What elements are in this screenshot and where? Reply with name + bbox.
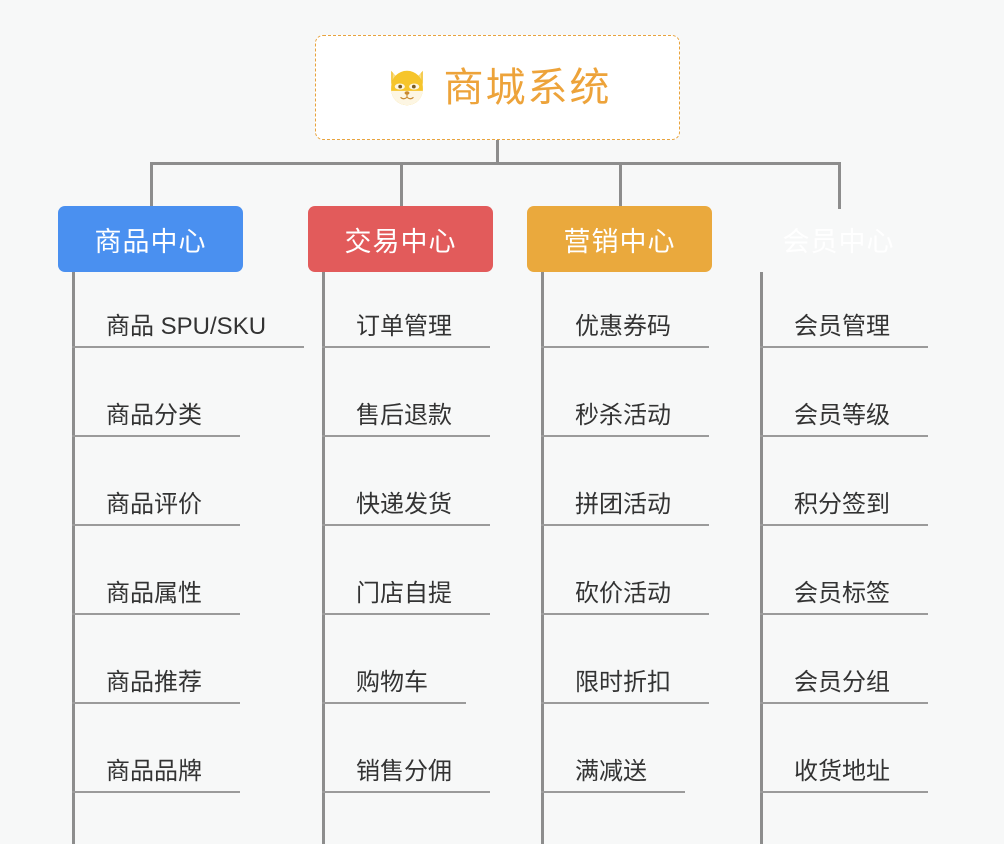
leaf-item[interactable]: 积分签到 <box>760 437 928 526</box>
leaf-item[interactable]: 收货地址 <box>760 704 928 793</box>
leaf-item-label: 会员分组 <box>794 668 890 696</box>
leaf-item[interactable]: 商品评价 <box>72 437 240 526</box>
leaf-item[interactable]: 拼团活动 <box>541 437 709 526</box>
leaf-item[interactable]: 会员等级 <box>760 348 928 437</box>
leaf-item-label: 会员标签 <box>794 579 890 607</box>
leaf-item-label: 满减送 <box>575 757 647 785</box>
leaf-item[interactable]: 会员管理 <box>760 259 928 348</box>
leaf-item-label: 会员管理 <box>794 312 890 340</box>
shiba-dog-emoji <box>384 65 430 111</box>
leaf-item-label: 商品分类 <box>106 401 202 429</box>
leaf-item[interactable]: 会员分组 <box>760 615 928 704</box>
leaf-item-label: 购物车 <box>356 668 428 696</box>
leaf-item[interactable]: 购物车 <box>322 615 466 704</box>
leaf-item[interactable]: 商品属性 <box>72 526 240 615</box>
leaf-item[interactable]: 商品分类 <box>72 348 240 437</box>
leaf-spine <box>72 272 75 844</box>
category-box-1[interactable]: 商品中心 <box>58 206 243 272</box>
distribution-bar <box>149 162 841 165</box>
leaf-item-label: 商品 SPU/SKU <box>106 312 267 340</box>
leaf-item[interactable]: 满减送 <box>541 704 685 793</box>
leaf-item-label: 商品推荐 <box>106 668 202 696</box>
branch-drop-line-1 <box>149 162 153 209</box>
category-label: 会员中心 <box>782 226 895 257</box>
leaf-spine <box>322 272 325 844</box>
leaf-spine <box>541 272 544 844</box>
leaf-item-label: 拼团活动 <box>575 490 671 518</box>
leaf-item[interactable]: 商品 SPU/SKU <box>72 259 304 348</box>
leaf-item-label: 会员等级 <box>794 401 890 429</box>
branch-drop-line-3 <box>618 162 622 209</box>
leaf-item[interactable]: 砍价活动 <box>541 526 709 615</box>
leaf-item[interactable]: 秒杀活动 <box>541 348 709 437</box>
leaf-item-label: 商品评价 <box>106 490 202 518</box>
leaf-item[interactable]: 销售分佣 <box>322 704 490 793</box>
leaf-item-label: 快递发货 <box>356 490 452 518</box>
branch-drop-line-4 <box>837 162 841 209</box>
leaf-item[interactable]: 订单管理 <box>322 259 490 348</box>
category-box-3[interactable]: 营销中心 <box>527 206 712 272</box>
leaf-item[interactable]: 会员标签 <box>760 526 928 615</box>
leaf-item[interactable]: 门店自提 <box>322 526 490 615</box>
leaf-item-label: 收货地址 <box>794 757 890 785</box>
category-label: 交易中心 <box>344 226 457 257</box>
leaf-item-label: 订单管理 <box>356 312 452 340</box>
leaf-item[interactable]: 优惠券码 <box>541 259 709 348</box>
root-stem-line <box>496 140 499 165</box>
root-title: 商城系统 <box>443 65 612 110</box>
leaf-item-label: 秒杀活动 <box>575 401 671 429</box>
leaf-item[interactable]: 快递发货 <box>322 437 490 526</box>
leaf-item[interactable]: 商品品牌 <box>72 704 240 793</box>
leaf-item-label: 砍价活动 <box>575 579 671 607</box>
branch-drop-line-2 <box>399 162 403 209</box>
leaf-item-label: 售后退款 <box>356 401 452 429</box>
leaf-item-label: 积分签到 <box>794 490 890 518</box>
category-box-2[interactable]: 交易中心 <box>308 206 493 272</box>
leaf-item[interactable]: 售后退款 <box>322 348 490 437</box>
category-label: 营销中心 <box>563 226 676 257</box>
category-label: 商品中心 <box>94 226 207 257</box>
leaf-item[interactable]: 限时折扣 <box>541 615 709 704</box>
category-box-4[interactable]: 会员中心 <box>746 206 931 272</box>
leaf-item-label: 销售分佣 <box>356 757 452 785</box>
leaf-item-label: 限时折扣 <box>575 668 671 696</box>
leaf-spine <box>760 272 763 844</box>
root-node[interactable]: 商城系统 <box>315 35 680 140</box>
leaf-item-label: 优惠券码 <box>575 312 671 340</box>
leaf-item-label: 门店自提 <box>356 579 452 607</box>
leaf-item-label: 商品品牌 <box>106 757 202 785</box>
leaf-item-label: 商品属性 <box>106 579 202 607</box>
leaf-item[interactable]: 商品推荐 <box>72 615 240 704</box>
